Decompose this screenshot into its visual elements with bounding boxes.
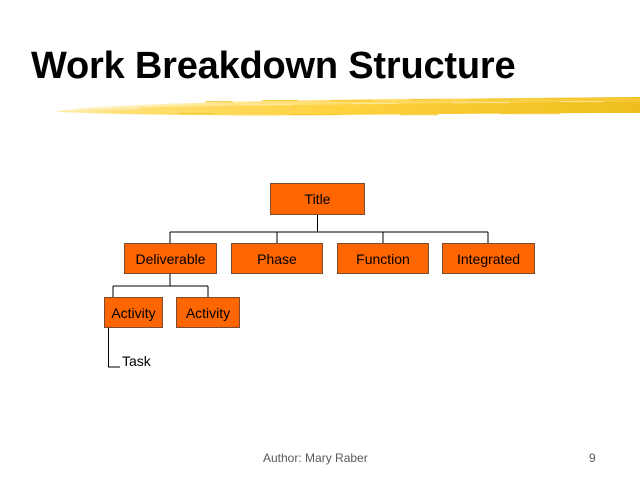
wbs-node-phase[interactable]: Phase — [231, 243, 323, 274]
wbs-node-title[interactable]: Title — [270, 183, 365, 215]
wbs-node-title-label: Title — [304, 191, 331, 207]
wbs-node-task[interactable]: Task — [122, 353, 151, 369]
wbs-node-activity-2-label: Activity — [185, 304, 231, 321]
wbs-node-phase-label: Phase — [257, 250, 297, 267]
page-title: Work Breakdown Structure — [31, 45, 516, 87]
wbs-node-integrated[interactable]: Integrated — [442, 243, 535, 274]
footer-author: Author: Mary Raber — [263, 451, 368, 465]
wbs-node-activity-2[interactable]: Activity — [176, 297, 240, 328]
wbs-node-task-label: Task — [122, 353, 151, 369]
wbs-node-activity-1-label: Activity — [111, 304, 156, 321]
wbs-node-deliverable[interactable]: Deliverable — [124, 243, 217, 274]
wbs-node-function[interactable]: Function — [337, 243, 429, 274]
wbs-node-activity-1[interactable]: Activity — [104, 297, 163, 328]
footer-page-number: 9 — [589, 451, 596, 465]
wbs-node-deliverable-label: Deliverable — [135, 250, 206, 267]
wbs-node-integrated-label: Integrated — [456, 250, 521, 267]
wbs-node-function-label: Function — [356, 250, 410, 267]
